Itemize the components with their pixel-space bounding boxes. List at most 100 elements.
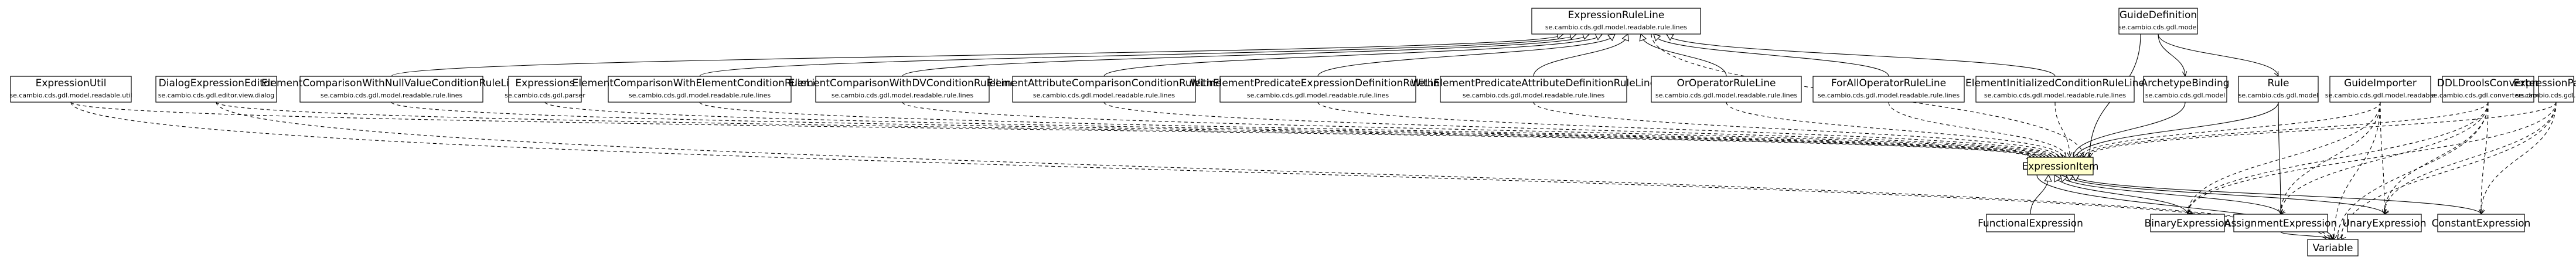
node-package-name: se.cambio.cds.gdl.model.readable.rule.li… <box>1655 92 1798 99</box>
dependency-edge <box>1888 102 2067 158</box>
node-package-name: se.cambio.cds.gdl.parser <box>2516 92 2576 99</box>
dependency-arrowhead <box>2088 152 2093 158</box>
dependency-edge <box>2280 102 2489 215</box>
dependency-edge <box>2480 102 2489 215</box>
node-class-name: GuideImporter <box>2344 77 2417 89</box>
inheritance-arrowhead <box>2054 174 2062 183</box>
node-package-name: se.cambio.cds.gdl.model.readable.rule.li… <box>629 92 771 99</box>
node-dialog-expression-editor[interactable]: DialogExpressionEditor se.cambio.cds.gdl… <box>155 76 277 103</box>
node-element-comparison-with-dv-condition-rule-line[interactable]: ElementComparisonWithDVConditionRuleLine… <box>789 76 1017 103</box>
dependency-edge <box>2087 102 2557 158</box>
inheritance-edge <box>1653 33 1889 77</box>
association-edge <box>2076 102 2279 158</box>
dependency-edge <box>1651 33 2084 158</box>
inheritance-edge <box>1533 33 1628 77</box>
inheritance-arrowhead <box>1639 33 1647 42</box>
dependency-edge <box>2280 102 2381 215</box>
inheritance-edge <box>2060 174 2281 215</box>
node-assignment-expression[interactable]: AssignmentExpression <box>2224 214 2337 232</box>
node-guide-definition[interactable]: GuideDefinition se.cambio.cds.gdl.model <box>2118 8 2199 35</box>
inheritance-arrowhead <box>1607 33 1616 42</box>
node-class-name: FunctionalExpression <box>1978 218 2083 229</box>
node-unary-expression[interactable]: UnaryExpression <box>2343 214 2427 232</box>
node-functional-expression[interactable]: FunctionalExpression <box>1978 214 2083 232</box>
inheritance-arrowhead <box>1621 33 1630 42</box>
dependency-edge <box>2187 102 2557 215</box>
dependency-edge <box>2384 102 2489 215</box>
node-class-name: ElementComparisonWithNullValueConditionR… <box>261 77 522 89</box>
association-edge <box>2278 102 2281 215</box>
association-edge <box>2158 33 2279 77</box>
dependency-edge <box>1103 102 2053 158</box>
node-package-name: se.cambio.cds.gdl.model.readable.rule.li… <box>1033 92 1175 99</box>
dependency-edge <box>2054 102 2070 158</box>
node-variable[interactable]: Variable <box>2307 239 2359 256</box>
node-with-element-predicate-attribute-definition-rule-line[interactable]: WithElementPredicateAttributeDefinitionR… <box>1411 76 1656 103</box>
dependency-edge <box>2384 102 2557 215</box>
node-expressions[interactable]: Expressions se.cambio.cds.gdl.parser <box>505 76 585 103</box>
node-class-name: ExpressionRuleLine <box>1568 9 1665 21</box>
inheritance-arrowhead <box>1594 33 1603 40</box>
node-element-initialized-condition-rule-line[interactable]: ElementInitializedConditionRuleLine se.c… <box>1965 76 2145 103</box>
node-expression-rule-line[interactable]: ExpressionRuleLine se.cambio.cds.gdl.mod… <box>1531 8 1701 35</box>
node-class-name: WithElementPredicateAttributeDefinitionR… <box>1411 77 1656 89</box>
inheritance-edge <box>2071 174 2482 215</box>
node-rule[interactable]: Rule se.cambio.cds.gdl.model <box>2238 76 2319 103</box>
inheritance-arrowhead <box>1666 33 1674 41</box>
node-expression-util[interactable]: ExpressionUtil se.cambio.cds.gdl.model.r… <box>9 76 132 103</box>
node-class-name: OrOperatorRuleLine <box>1677 77 1776 89</box>
dependency-edge <box>1533 102 2060 158</box>
dependency-edge <box>1317 102 2056 158</box>
dependency-edge <box>70 102 2328 240</box>
node-package-name: se.cambio.cds.gdl.model.readable <box>2325 92 2436 99</box>
node-element-comparison-with-element-condition-rule-line[interactable]: ElementComparisonWithElementConditionRul… <box>573 76 827 103</box>
node-class-name: GuideDefinition <box>2120 9 2197 21</box>
inheritance-edge <box>1666 33 2056 77</box>
node-package-name: se.cambio.cds.gdl.model.readable.util <box>9 92 132 99</box>
inheritance-edge <box>2054 174 2188 215</box>
nodes: ExpressionRuleLine se.cambio.cds.gdl.mod… <box>9 8 2576 256</box>
node-package-name: se.cambio.cds.gdl.model <box>2118 23 2199 31</box>
node-expression-item[interactable]: ExpressionItem <box>2022 157 2099 175</box>
node-class-name: ElementComparisonWithDVConditionRuleLine <box>789 77 1017 89</box>
inheritance-edge <box>699 33 1577 77</box>
node-archetype-binding[interactable]: ArchetypeBinding se.cambio.cds.gdl.model <box>2141 76 2230 103</box>
inheritance-edge <box>391 33 1564 77</box>
node-element-comparison-with-null-value-condition-rule-line[interactable]: ElementComparisonWithNullValueConditionR… <box>261 76 522 103</box>
dependency-edge <box>699 102 2046 158</box>
node-package-name: se.cambio.cds.gdl.model.readable.rule.li… <box>1818 92 1960 99</box>
node-class-name: ExpressionItem <box>2022 161 2099 173</box>
node-class-name: ConstantExpression <box>2432 218 2531 229</box>
node-package-name: se.cambio.cds.gdl.model.readable.rule.li… <box>832 92 974 99</box>
node-package-name: se.cambio.cds.gdl.model <box>2145 92 2226 99</box>
inheritance-arrowhead <box>2066 174 2074 182</box>
node-class-name: ArchetypeBinding <box>2141 77 2229 89</box>
dependency-edge <box>2337 102 2489 240</box>
node-class-name: ForAllOperatorRuleLine <box>1831 77 1946 89</box>
node-class-name: ElementComparisonWithElementConditionRul… <box>573 77 827 89</box>
association-edge <box>2158 33 2186 77</box>
node-class-name: BinaryExpression <box>2145 218 2231 229</box>
association-edge <box>2073 102 2186 158</box>
inheritance-edge <box>1640 33 1727 77</box>
node-constant-expression[interactable]: ConstantExpression <box>2432 214 2531 232</box>
node-binary-expression[interactable]: BinaryExpression <box>2145 214 2231 232</box>
node-guide-importer[interactable]: GuideImporter se.cambio.cds.gdl.model.re… <box>2325 76 2436 103</box>
node-class-name: WithElementPredicateExpressionDefinition… <box>1190 77 1445 89</box>
dependency-edge <box>391 102 2042 158</box>
node-expression-parser[interactable]: ExpressionParser se.cambio.cds.gdl.parse… <box>2513 76 2576 103</box>
node-element-attribute-comparison-condition-rule-line[interactable]: ElementAttributeComparisonConditionRuleL… <box>987 76 1222 103</box>
inheritance-edge <box>902 33 1590 77</box>
node-ddl-drools-converter[interactable]: DDLDroolsConverter se.cambio.cds.gdl.con… <box>2430 76 2547 103</box>
inheritance-edge <box>1317 33 1616 77</box>
node-for-all-operator-rule-line[interactable]: ForAllOperatorRuleLine se.cambio.cds.gdl… <box>1812 76 1965 103</box>
node-or-operator-rule-line[interactable]: OrOperatorRuleLine se.cambio.cds.gdl.mod… <box>1651 76 1802 103</box>
dependency-edge <box>2083 102 2489 158</box>
node-with-element-predicate-expression-definition-rule-line[interactable]: WithElementPredicateExpressionDefinition… <box>1190 76 1446 103</box>
dependency-edge <box>544 102 2039 158</box>
inheritance-arrowhead <box>2060 174 2068 183</box>
node-class-name: DialogExpressionEditor <box>159 77 274 89</box>
node-package-name: se.cambio.cds.gdl.model.readable.rule.li… <box>1545 23 1688 31</box>
inheritance-edge <box>2066 174 2385 215</box>
